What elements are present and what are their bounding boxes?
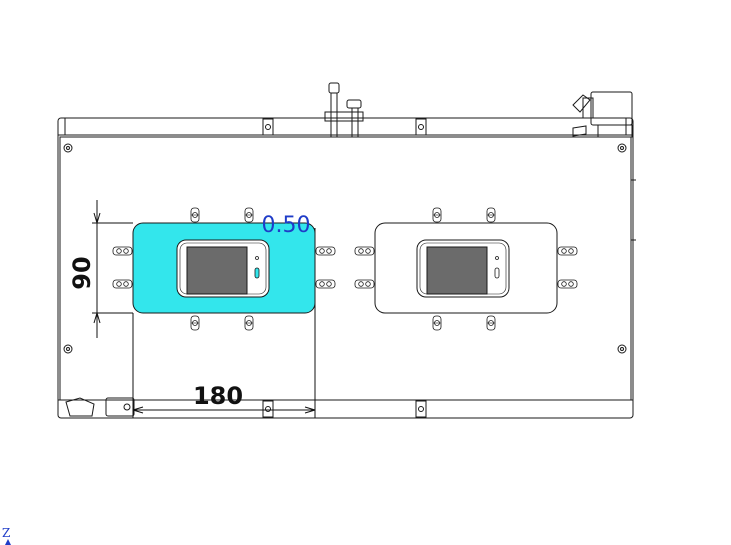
clamp-tab[interactable]: [486, 315, 496, 331]
side-clamp-tab[interactable]: [112, 279, 133, 289]
clamp-tab[interactable]: [486, 207, 496, 223]
side-clamp-tab[interactable]: [315, 246, 336, 256]
side-clamp-tab[interactable]: [112, 246, 133, 256]
fixture-left[interactable]: [112, 207, 336, 331]
top-right-connector[interactable]: [572, 91, 633, 138]
rail-brackets: [262, 118, 427, 418]
device-screen: [426, 246, 488, 295]
side-clamp-tab[interactable]: [354, 279, 375, 289]
clamp-tab[interactable]: [190, 207, 200, 223]
clamp-tab[interactable]: [244, 315, 254, 331]
side-clamp-tab[interactable]: [557, 279, 578, 289]
dimension-width-label: 180: [193, 382, 243, 410]
axis-triad: Z: [2, 526, 11, 545]
clamp-tab[interactable]: [432, 315, 442, 331]
device-screen: [186, 246, 248, 295]
top-clamp-screws[interactable]: [324, 82, 364, 138]
clamp-tab[interactable]: [432, 207, 442, 223]
side-clamp-tab[interactable]: [354, 246, 375, 256]
dimension-height-label: 90: [68, 256, 96, 289]
side-clamp-tab[interactable]: [557, 246, 578, 256]
svg-text:Z: Z: [2, 526, 10, 540]
side-clamp-tab[interactable]: [315, 279, 336, 289]
clamp-tab[interactable]: [190, 315, 200, 331]
bottom-left-fitting[interactable]: [65, 397, 135, 417]
clamp-tab[interactable]: [244, 207, 254, 223]
corner-holes: [63, 143, 627, 354]
fixture-right[interactable]: [354, 207, 578, 331]
thickness-annotation[interactable]: 0.50: [262, 213, 311, 238]
